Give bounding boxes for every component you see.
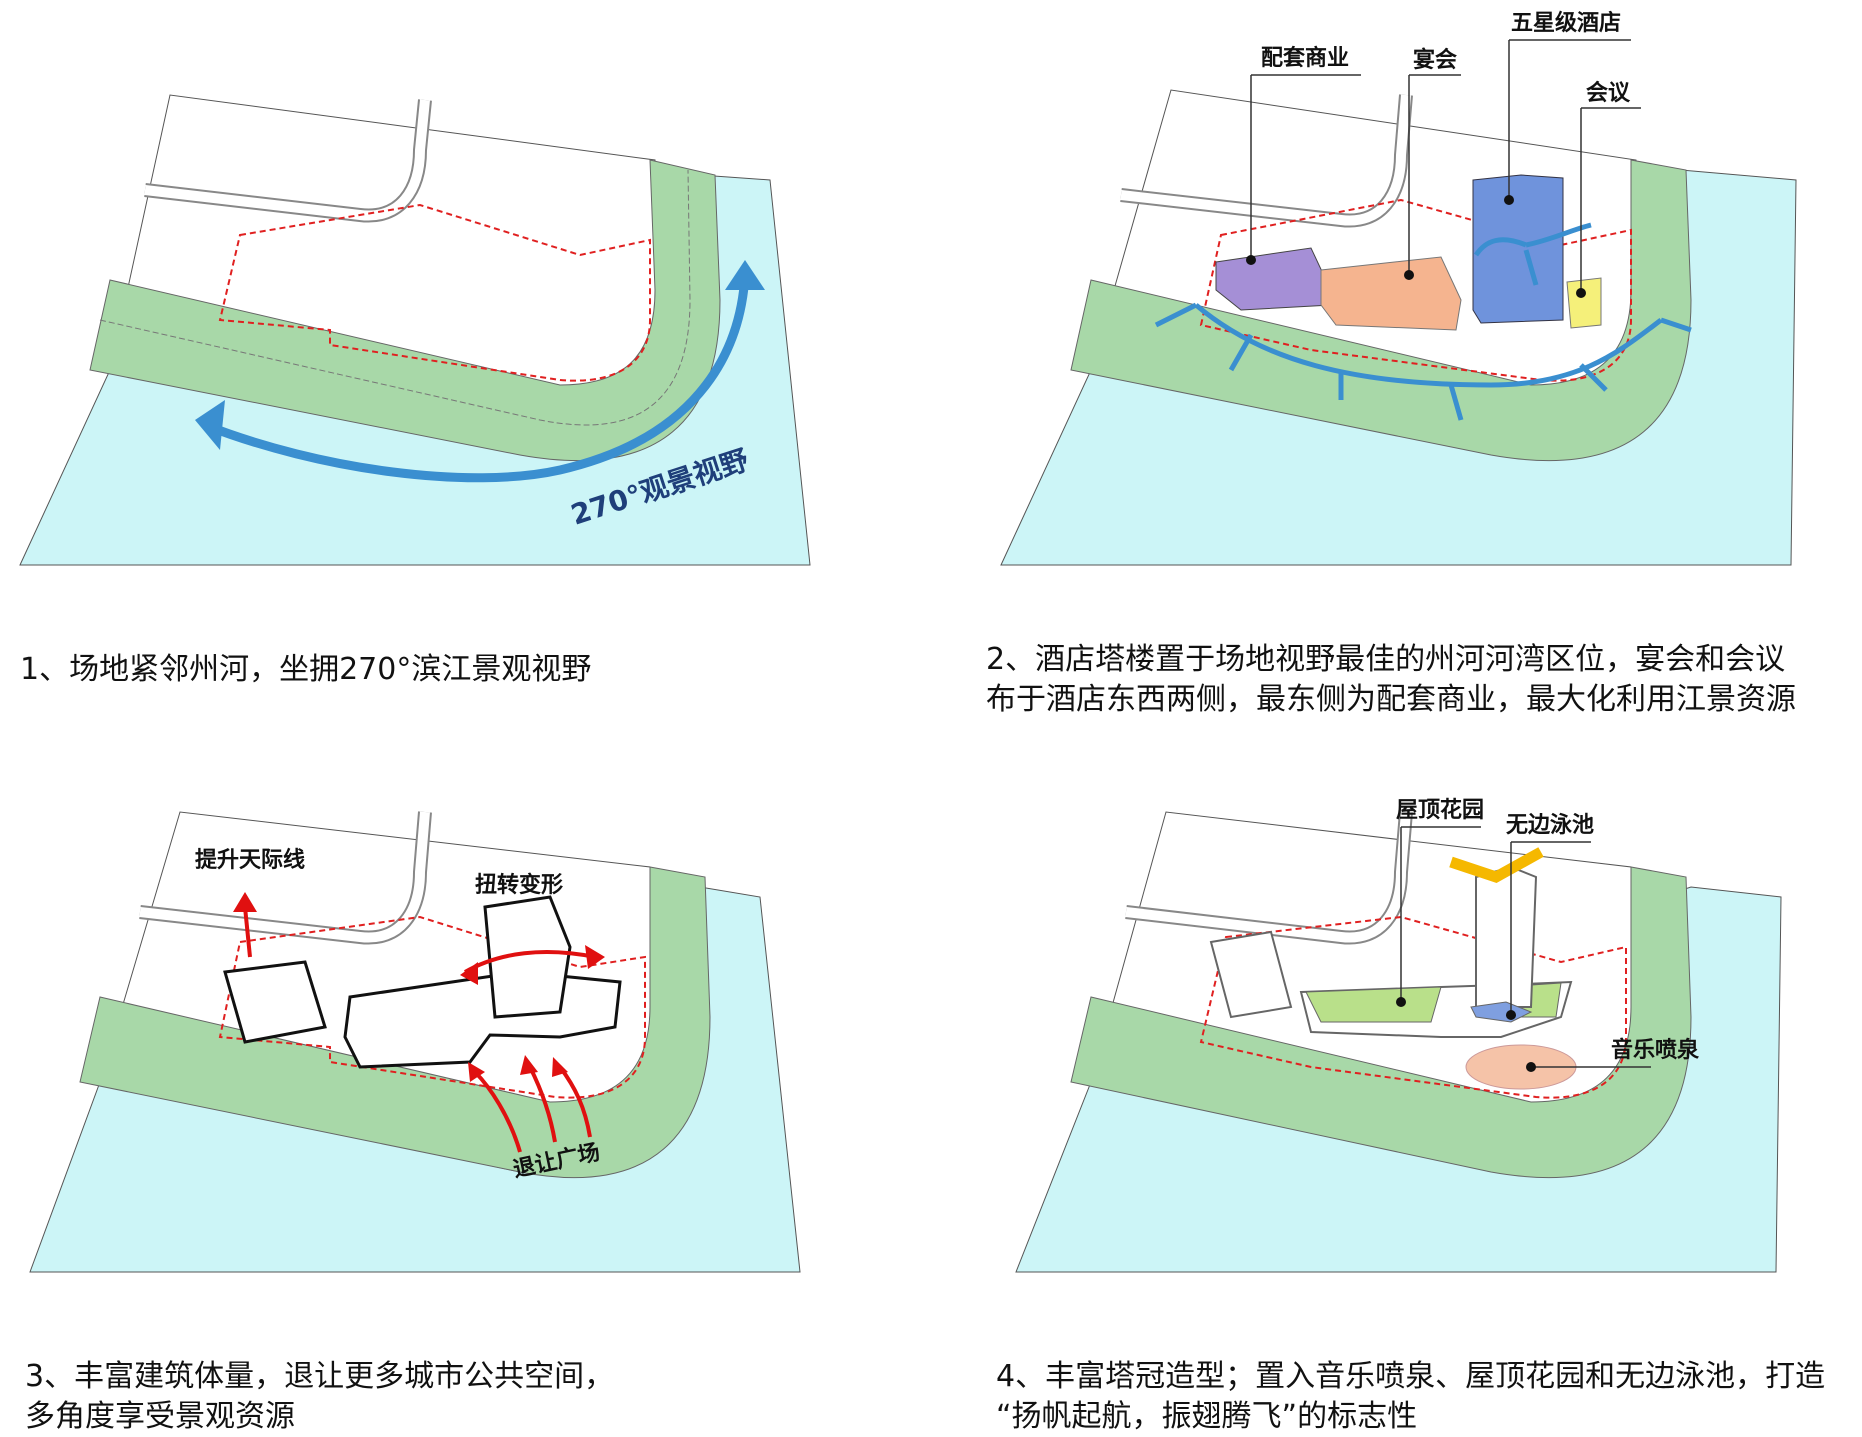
panel-2: 配套商业 宴会 五星级酒店 会议 2、酒店塔楼置于场地视野最佳的州河河湾区位，宴… (931, 0, 1862, 717)
tower-crown[interactable] (1449, 847, 1544, 883)
view-arrow-4 (1448, 384, 1464, 421)
hotel-label: 五星级酒店 (1511, 10, 1621, 36)
west-block[interactable] (1209, 930, 1293, 1019)
hotel-dot (1504, 195, 1514, 205)
plaza-head-2 (520, 1055, 538, 1075)
site-diagram-2: 配套商业 宴会 五星级酒店 会议 (1000, 10, 1797, 566)
green-bank (79, 866, 711, 1179)
caption-4: 4、丰富塔冠造型；置入音乐喷泉、屋顶花园和无边泳池，打造 “扬帆起航，振翅腾飞”… (996, 1357, 1825, 1437)
twist-arrow-head-l (460, 962, 478, 985)
view-arrow-1 (1154, 302, 1198, 328)
twisted-tower[interactable] (483, 895, 572, 1019)
tower[interactable] (1475, 865, 1538, 1008)
site-diagram-1: 270°观景视野 (19, 94, 811, 566)
banquet-dot (1404, 270, 1414, 280)
caption-4-line-1: 4、丰富塔冠造型；置入音乐喷泉、屋顶花园和无边泳池，打造 (996, 1359, 1826, 1394)
fountain-label: 音乐喷泉 (1611, 1037, 1700, 1063)
skyline-label: 提升天际线 (195, 847, 305, 873)
panel-4: 屋顶花园 无边泳池 音乐喷泉 4、丰富塔冠造型；置入音乐喷泉、屋顶花园和无边泳池… (931, 717, 1862, 1434)
banquet-block[interactable] (1320, 256, 1462, 331)
caption-2-line-2: 布于酒店东西两侧，最东侧为配套商业，最大化利用江景资源 (986, 682, 1796, 717)
retail-label: 配套商业 (1261, 45, 1349, 71)
road-inner (144, 99, 430, 221)
site-boundary (1199, 915, 1627, 1099)
garden-label: 屋顶花园 (1396, 797, 1484, 823)
site-diagram-3: 提升天际线 扭转变形 退让广场 (29, 811, 801, 1273)
view-arrow[interactable] (203, 274, 750, 483)
banquet-label: 宴会 (1413, 47, 1457, 73)
fountain-dot (1526, 1062, 1536, 1072)
view-arrow-head-right (725, 260, 765, 290)
site-boundary (218, 915, 646, 1099)
retail-dot (1246, 255, 1256, 265)
view-arrow-head-left (195, 400, 225, 450)
infinity-pool[interactable] (1470, 1001, 1533, 1023)
bank-line (99, 169, 691, 426)
caption-3-line-1: 3、丰富建筑体量，退让更多城市公共空间， (25, 1359, 615, 1394)
meeting-label: 会议 (1586, 80, 1631, 106)
green-bank (1070, 866, 1692, 1179)
site-diagram-4: 屋顶花园 无边泳池 音乐喷泉 (1015, 797, 1782, 1273)
caption-3-line-2: 多角度享受景观资源 (25, 1399, 295, 1434)
view-arrow-2 (1228, 333, 1254, 372)
pool-dot (1506, 1010, 1516, 1020)
meeting-block[interactable] (1566, 277, 1602, 329)
pool-label: 无边泳池 (1506, 813, 1594, 838)
meeting-dot (1576, 288, 1586, 298)
tower-arrows (1473, 222, 1592, 286)
caption-1-line-1: 1、场地紧邻州河，坐拥270°滨江景观视野 (20, 652, 592, 687)
caption-2: 2、酒店塔楼置于场地视野最佳的州河河湾区位，宴会和会议 布于酒店东西两侧，最东侧… (986, 640, 1796, 720)
skyline-arrow-head (233, 892, 257, 912)
west-tower[interactable] (223, 960, 327, 1044)
view-arrow-5 (1579, 363, 1608, 392)
garden-dot (1396, 997, 1406, 1007)
caption-4-line-2: “扬帆起航，振翅腾飞”的标志性 (996, 1399, 1418, 1434)
roof-garden[interactable] (1305, 986, 1442, 1023)
plaza-arrow-1 (473, 1070, 522, 1153)
hotel-tower[interactable] (1472, 174, 1564, 324)
road-inner (139, 811, 430, 943)
view-arrow-6 (1660, 317, 1692, 333)
panel-1: 270°观景视野 1、场地紧邻州河，坐拥270°滨江景观视野 (0, 0, 931, 717)
view-arc (1194, 303, 1663, 388)
plaza-head-1 (468, 1062, 485, 1082)
plaza-head-3 (552, 1057, 568, 1077)
road-inner (1120, 94, 1411, 226)
caption-2-line-1: 2、酒店塔楼置于场地视野最佳的州河河湾区位，宴会和会议 (986, 642, 1786, 677)
panel-3: 提升天际线 扭转变形 退让广场 3、丰富建筑体量，退让更多城市公共空间， 多角度… (0, 717, 931, 1434)
twist-label: 扭转变形 (475, 872, 563, 898)
caption-3: 3、丰富建筑体量，退让更多城市公共空间， 多角度享受景观资源 (25, 1357, 614, 1437)
caption-1: 1、场地紧邻州河，坐拥270°滨江景观视野 (20, 650, 591, 690)
twist-arrow-head-r (585, 945, 605, 969)
site-boundary (218, 203, 651, 382)
skyline-arrow (243, 906, 252, 958)
